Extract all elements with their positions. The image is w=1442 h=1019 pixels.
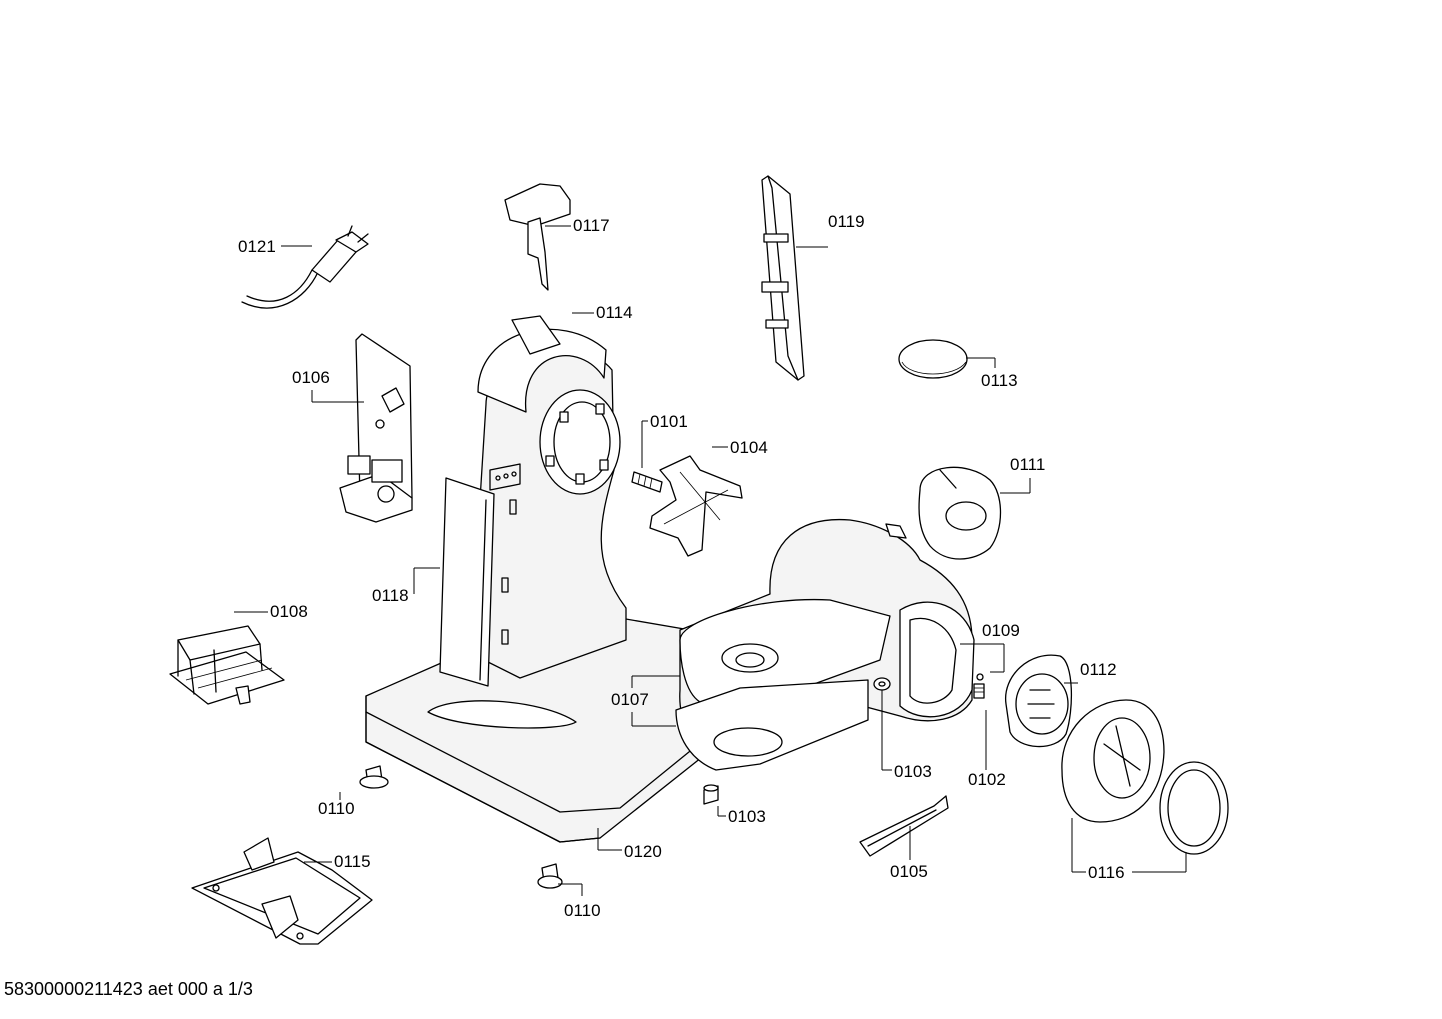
label-0114: 0114 [572,303,633,322]
part-0117-cover-clip [504,183,571,291]
label-0104: 0104 [712,438,768,457]
label-0116: 0116 [1071,818,1187,882]
part-0110-foot-lower [537,863,563,889]
svg-text:0121: 0121 [238,237,276,256]
part-0103-washer-upper [873,677,891,691]
svg-text:0105: 0105 [890,862,928,881]
svg-text:0103: 0103 [728,807,766,826]
label-0105: 0105 [890,826,928,881]
svg-text:0113: 0113 [981,371,1018,390]
svg-text:0108: 0108 [270,602,308,621]
label-0112: 0112 [1064,660,1117,684]
part-0103-sleeve-lower [703,784,719,805]
svg-text:0111: 0111 [1010,455,1045,474]
svg-text:0110: 0110 [318,799,355,818]
label-0107: 0107 [611,675,680,727]
part-0116-front-cover [1061,699,1165,823]
label-0110-lower: 0110 [558,883,601,920]
svg-text:0101: 0101 [650,412,688,431]
label-0111: 0111 [1000,455,1045,494]
part-0109-spring [973,673,985,699]
svg-text:0103: 0103 [894,762,932,781]
svg-text:0118: 0118 [372,586,409,605]
part-0121-power-plug [241,225,369,309]
part-0101-shaft [631,471,663,493]
part-0111-ring-cap [918,466,1002,560]
svg-text:0112: 0112 [1080,660,1117,679]
label-0120: 0120 [597,828,662,861]
part-0113-cap-disc [898,339,968,379]
label-0103-upper: 0103 [881,690,932,781]
part-0116-outer-ring [1159,761,1229,855]
label-0102: 0102 [968,770,1006,789]
label-0118: 0118 [372,567,440,605]
svg-text:0106: 0106 [292,368,330,387]
label-0117: 0117 [545,216,610,235]
label-0106: 0106 [292,368,364,403]
svg-text:0109: 0109 [982,621,1020,640]
label-0110-upper: 0110 [318,792,355,818]
part-0106-circuit-board [339,333,413,523]
label-0101: 0101 [641,412,688,468]
label-0115: 0115 [304,852,371,871]
part-0110-foot-upper [359,765,389,789]
svg-text:0104: 0104 [730,438,768,457]
label-0103-lower: 0103 [717,806,766,826]
label-0121: 0121 [238,237,312,256]
label-0113: 0113 [966,357,1018,390]
part-0107-motor-head [675,518,975,771]
label-0108: 0108 [234,602,308,621]
part-0105-bracket [859,795,949,857]
svg-text:0120: 0120 [624,842,662,861]
svg-text:0116: 0116 [1088,863,1125,882]
svg-text:0110: 0110 [564,901,601,920]
svg-text:0114: 0114 [596,303,633,322]
label-0119: 0119 [796,212,865,248]
part-0118-side-panel [439,477,495,687]
part-0108-cage [169,625,285,705]
svg-text:0102: 0102 [968,770,1006,789]
svg-text:0119: 0119 [828,212,865,231]
label-0109: 0109 [960,621,1020,673]
svg-text:0107: 0107 [611,690,649,709]
part-0115-base-plate [191,837,373,945]
part-0104-cross-bracket [649,455,743,557]
part-0114-column [477,315,627,679]
part-0112-gear-disc [1005,654,1073,748]
document-code: 58300000211423 aet 000 a 1/3 [4,979,253,999]
svg-text:0117: 0117 [573,216,610,235]
part-0119-rail [761,175,805,381]
svg-text:0115: 0115 [334,852,371,871]
